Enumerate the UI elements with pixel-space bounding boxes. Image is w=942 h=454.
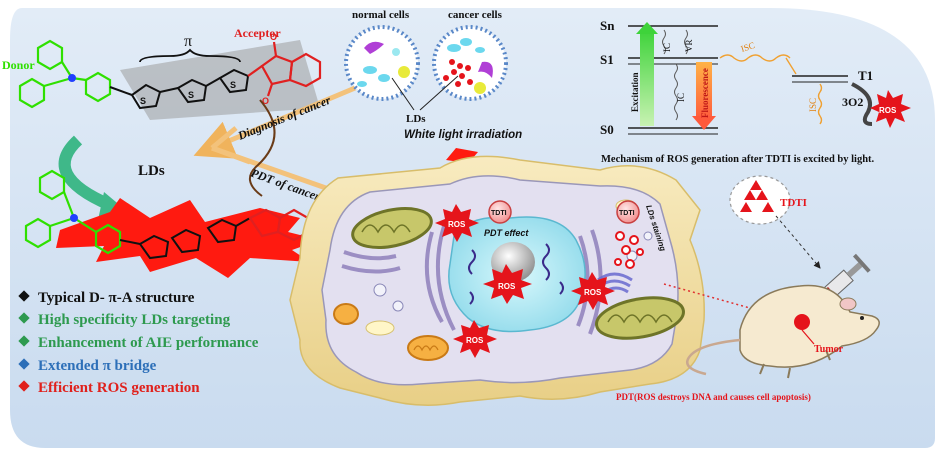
feature-text: Typical D- π-A structure	[38, 290, 195, 306]
tumor-spot	[794, 314, 810, 330]
isc-label-2: ISC	[808, 98, 818, 112]
feature-text: Enhancement of AIE performance	[38, 335, 259, 351]
cancer-cell-diagram	[289, 155, 705, 406]
pi-label: π	[184, 33, 192, 50]
red-burst	[56, 198, 320, 278]
jablonski-caption: Mechanism of ROS generation after TDTI i…	[601, 154, 875, 165]
level-t1: T1	[858, 68, 873, 83]
level-sn: Sn	[600, 18, 615, 33]
ros-label-2: ROS	[498, 282, 516, 291]
fluorescence-arrow	[696, 62, 712, 120]
nucleolus	[491, 242, 535, 282]
lipid-droplets	[614, 231, 644, 269]
tumor-label: Tumor	[814, 344, 844, 355]
vr-label: VR	[684, 39, 694, 52]
aggregated-molecule	[24, 169, 320, 278]
mitochondria	[333, 207, 685, 361]
pdt-effect-label: PDT effect	[484, 228, 529, 238]
mouse-tdti-label: TDTI	[780, 197, 807, 209]
acceptor-group	[247, 41, 322, 97]
jablonski-ros-star	[870, 90, 911, 128]
svg-text:S: S	[188, 90, 194, 100]
cancer-cells-label: cancer cells	[448, 9, 503, 21]
lds-curved-arrow	[58, 135, 113, 211]
ros-label-3: ROS	[584, 288, 602, 297]
molecule-structure: S S S O O	[18, 32, 322, 120]
feature-text: High specificity LDs targeting	[38, 312, 231, 328]
feature-item: Enhancement of AIE performance	[18, 335, 259, 351]
o2-label: 3O2	[842, 95, 863, 109]
tdti-bubble-right	[616, 200, 640, 224]
feature-list: Typical D- π-A structure High specificit…	[18, 290, 259, 396]
feature-item: High specificity LDs targeting	[18, 312, 231, 328]
lds-arrow-label: LDs	[138, 163, 165, 179]
excitation-label: Excitation	[630, 73, 640, 113]
ros-stars	[435, 204, 615, 358]
diagnosis-arrow	[193, 85, 356, 159]
level-s1: S1	[600, 52, 614, 67]
mouse-illustration	[686, 175, 880, 379]
level-s0: S0	[600, 122, 614, 137]
feature-text: Extended π bridge	[38, 358, 157, 374]
svg-text:O: O	[270, 32, 277, 42]
acceptor-label: Acceptor	[234, 26, 281, 40]
ros-label-1: ROS	[448, 220, 466, 229]
excitation-arrow	[640, 30, 654, 126]
cell-tdti-top: TDTI	[491, 210, 507, 217]
donor-label: Donor	[2, 58, 35, 72]
jablonski-ros-label: ROS	[879, 106, 897, 115]
isc-label-1: ISC	[740, 40, 756, 54]
callout-dotted-line	[663, 283, 801, 323]
irradiation-label: White light irradiation	[404, 129, 522, 141]
mouse-caption: PDT(ROS destroys DNA and causes cell apo…	[616, 392, 811, 402]
jablonski-diagram	[628, 22, 911, 135]
tdti-triangles	[740, 180, 774, 212]
feature-item: Typical D- π-A structure	[18, 290, 195, 306]
lds-label: LDs	[406, 113, 426, 125]
feature-item: Extended π bridge	[18, 358, 157, 374]
cell-tdti-right: TDTI	[619, 210, 635, 217]
svg-text:S: S	[140, 96, 146, 106]
feature-text: Efficient ROS generation	[38, 380, 200, 396]
ic-label-2: IC	[676, 93, 686, 102]
ros-label-4: ROS	[466, 336, 484, 345]
tdti-bubble-top	[488, 200, 512, 224]
svg-text:S: S	[230, 80, 236, 90]
svg-text:O: O	[262, 96, 269, 106]
fluorescence-label: Fluorescence	[700, 68, 710, 118]
feature-item: Efficient ROS generation	[18, 380, 200, 396]
normal-cell-icon	[344, 25, 420, 101]
ic-label-1: IC	[662, 43, 672, 52]
normal-cells-label: normal cells	[352, 9, 410, 21]
